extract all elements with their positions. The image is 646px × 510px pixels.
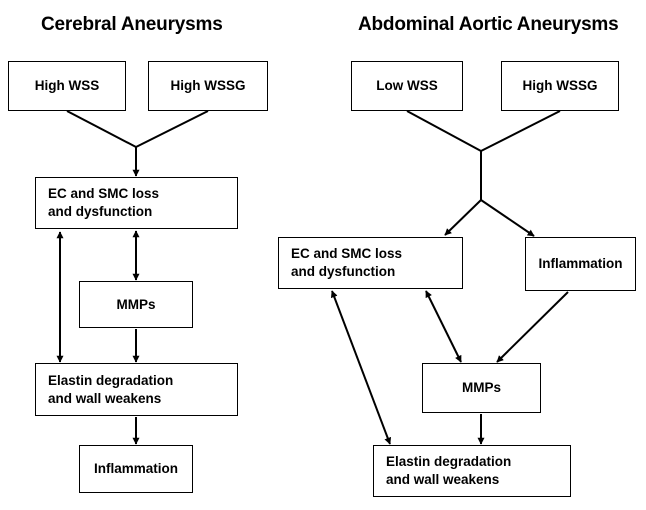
left-mmps-label: MMPs: [116, 296, 156, 312]
right-inflammation-label: Inflammation: [538, 256, 623, 271]
left-inflammation-box: Inflammation: [79, 445, 193, 493]
left-high-wssg-box: High WSSG: [148, 61, 268, 111]
right-merge-line-a: [406, 110, 482, 152]
left-elastin-box: Elastin degradation and wall weakens: [35, 363, 238, 416]
left-mmps-box: MMPs: [79, 281, 193, 328]
right-ec-smc-box: EC and SMC loss and dysfunction: [278, 237, 463, 289]
right-elastin-line2: and wall weakens: [386, 472, 500, 487]
left-ec-smc-line1: EC and SMC loss: [48, 186, 160, 201]
left-elastin-line1: Elastin degradation: [48, 372, 174, 388]
left-merge-line-a: [66, 110, 137, 148]
right-arrow-to-ec: [444, 199, 482, 236]
left-ec-smc-box: EC and SMC loss and dysfunction: [35, 177, 238, 229]
right-title: Abdominal Aortic Aneurysms: [358, 14, 619, 35]
left-high-wss-box: High WSS: [8, 61, 126, 111]
right-merge-line-b: [480, 110, 561, 152]
right-low-wss-label: Low WSS: [376, 78, 438, 93]
left-high-wssg-label: High WSSG: [170, 78, 246, 93]
right-high-wssg-label: High WSSG: [522, 78, 598, 93]
right-arrow-inflammation-mmps: [496, 291, 569, 363]
right-arrow-ec-mmps: [425, 290, 462, 363]
right-elastin-line1: Elastin degradation: [386, 454, 512, 469]
right-low-wss-box: Low WSS: [351, 61, 463, 111]
right-ec-smc-line2: and dysfunction: [291, 264, 396, 279]
right-ec-smc-line1: EC and SMC loss: [291, 246, 403, 261]
left-merge-line-b: [135, 110, 209, 148]
right-high-wssg-box: High WSSG: [501, 61, 619, 111]
left-elastin-line2: and wall weakens: [48, 390, 162, 406]
right-elastin-box: Elastin degradation and wall weakens: [373, 445, 571, 497]
right-inflammation-box: Inflammation: [525, 237, 636, 291]
left-ec-smc-line2: and dysfunction: [48, 204, 153, 219]
right-mmps-label: MMPs: [461, 380, 501, 395]
left-high-wss-label: High WSS: [34, 78, 100, 93]
right-arrow-to-inflammation: [480, 199, 535, 237]
left-inflammation-label: Inflammation: [93, 461, 178, 476]
right-arrow-ec-elastin: [330, 290, 392, 445]
right-mmps-box: MMPs: [422, 363, 541, 413]
left-title: Cerebral Aneurysms: [41, 14, 223, 35]
